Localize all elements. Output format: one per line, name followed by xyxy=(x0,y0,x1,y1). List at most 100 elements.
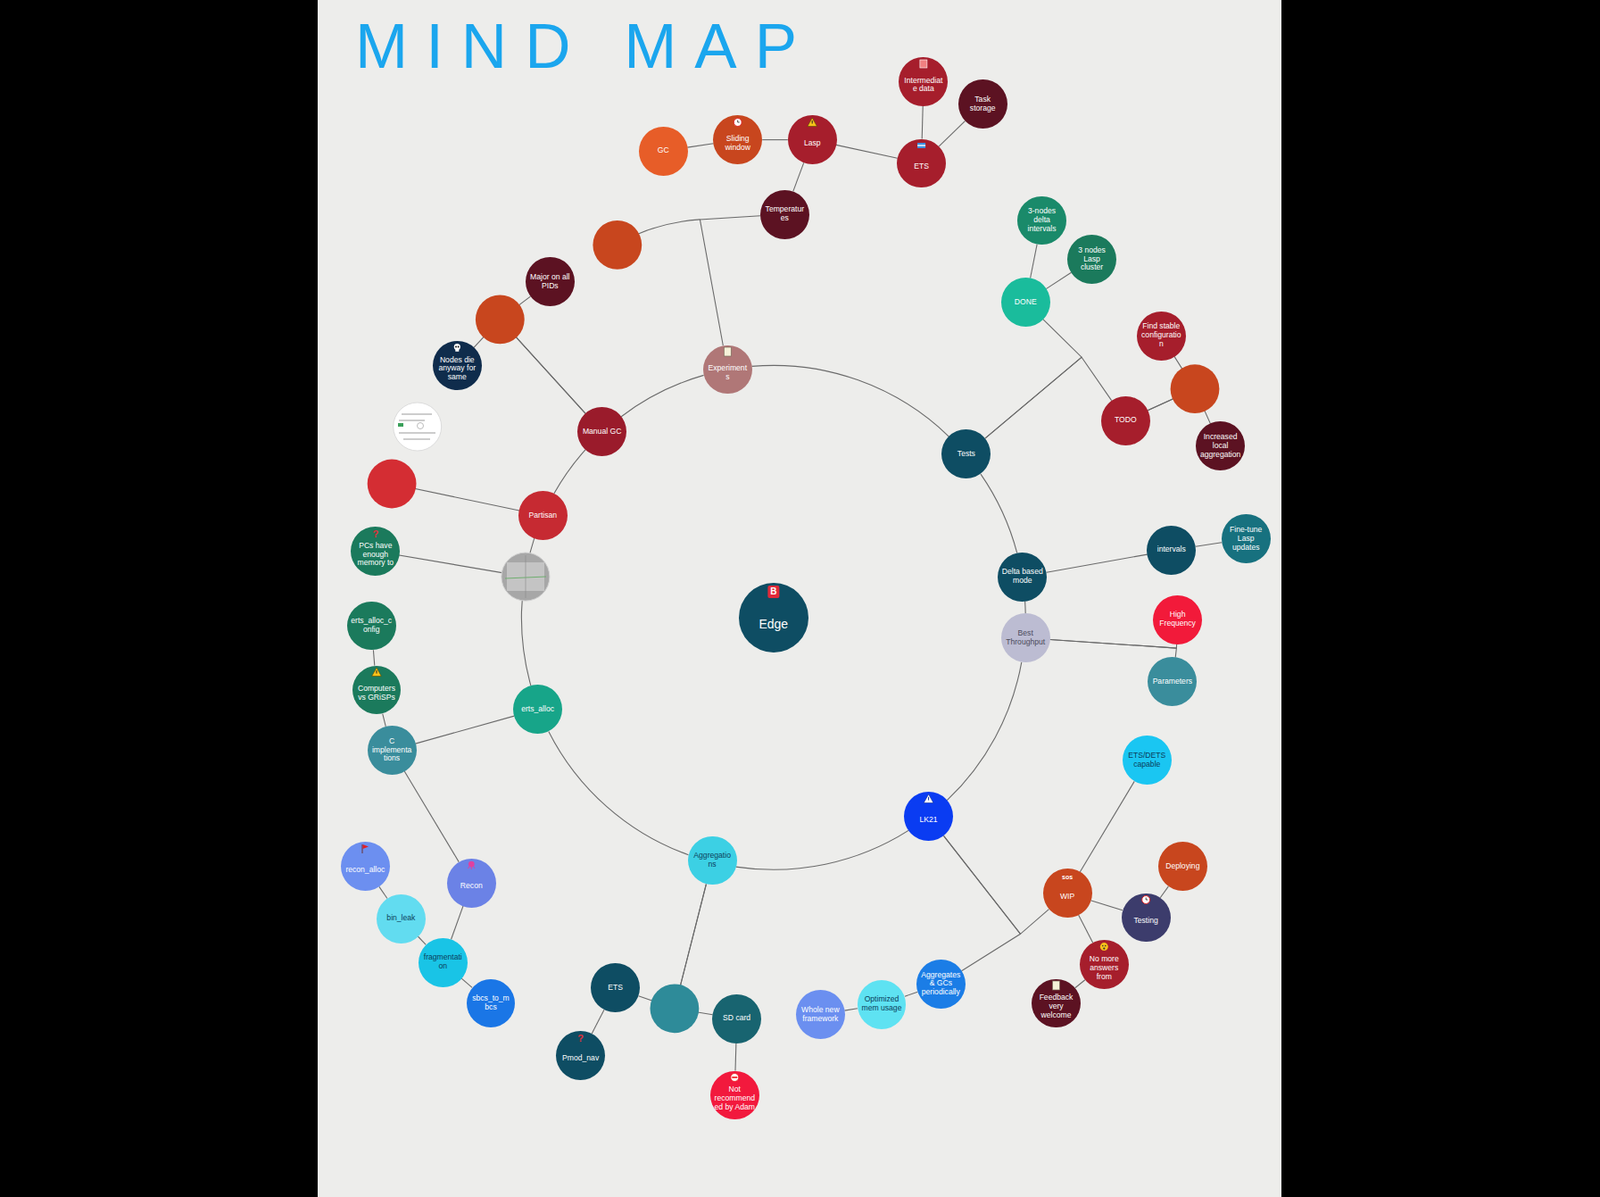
topic-text: GC xyxy=(657,146,670,156)
topic-text: Testing xyxy=(1134,916,1159,926)
branch-line xyxy=(1160,886,1169,898)
flag-icon xyxy=(362,844,369,854)
topic-circle: GC xyxy=(638,126,689,176)
topic-text: Find stable configuration xyxy=(1140,322,1182,349)
topic-circle: Testing xyxy=(1121,893,1171,943)
topic-circle: ETS xyxy=(590,962,640,1012)
warning-icon xyxy=(812,120,813,125)
topic-circle: C implementations xyxy=(367,725,417,775)
topic-circle: 3-nodes delta intervals xyxy=(1017,196,1067,246)
topic-circle: Best Throughput xyxy=(1001,613,1051,663)
topic-circle: Major on all PIDs xyxy=(525,256,575,307)
topic-circle: Deploying xyxy=(1158,841,1208,891)
topic-circle: Parameters xyxy=(1147,656,1197,706)
box-icon xyxy=(920,59,928,68)
topic-text: DONE xyxy=(1014,298,1037,307)
topic-circle: DONE xyxy=(1001,277,1051,327)
blank-topic xyxy=(475,295,525,345)
branch-line xyxy=(1030,244,1038,279)
sos-icon: sos xyxy=(1061,873,1073,880)
flag-icon xyxy=(917,144,926,146)
topic-circle: Intermediate data xyxy=(898,57,948,107)
branch-line xyxy=(921,106,923,140)
image-content xyxy=(398,432,436,434)
topic-circle: Whole new framework xyxy=(795,989,846,1039)
branch-line xyxy=(944,835,1021,970)
branch-line xyxy=(1079,780,1135,872)
branch-line xyxy=(373,649,374,665)
branch-line xyxy=(844,1008,858,1011)
branch-line xyxy=(1090,900,1123,911)
clock-icon xyxy=(1142,895,1151,904)
note-icon xyxy=(723,347,731,357)
topic-circle: Manual GC xyxy=(577,406,627,456)
topic-circle: Computers vs GRiSPs xyxy=(352,665,402,715)
topic-text: bin_leak xyxy=(386,913,415,923)
topic-text: ETS xyxy=(607,983,623,993)
recon-icon xyxy=(468,861,476,870)
topic-text: Fine-tune Lasp updates xyxy=(1225,525,1267,553)
branch-line xyxy=(379,886,388,898)
clock-icon xyxy=(737,120,740,124)
note-icon xyxy=(1052,980,1061,990)
branch-line xyxy=(699,215,761,346)
branch-line xyxy=(734,1043,737,1071)
topic-circle: Task storage xyxy=(958,79,1008,129)
topic-text: Pmod_nav xyxy=(562,1053,599,1063)
topic-circle: intervals xyxy=(1146,525,1196,575)
topic-text: Deploying xyxy=(1165,862,1200,871)
topic-circle: Aggregations xyxy=(688,836,738,886)
topic-circle: Delta based mode xyxy=(997,552,1047,602)
topic-text: sbcs_to_mbcs xyxy=(470,994,512,1012)
image-disc xyxy=(501,552,550,601)
warning-icon xyxy=(923,794,934,804)
topic-text: Increased local aggregation xyxy=(1200,432,1242,460)
topic-circle: fragmentation xyxy=(418,937,468,987)
image-thumbnail xyxy=(393,402,442,451)
clock-icon xyxy=(733,118,742,127)
topic-circle: High Frequency xyxy=(1152,595,1203,645)
topic-circle: erts_alloc_config xyxy=(347,601,397,651)
topic-circle: erts_alloc xyxy=(513,684,563,734)
topic-circle: bin_leak xyxy=(376,894,426,944)
link-symbol xyxy=(417,422,424,430)
topic-text: Intermediate data xyxy=(903,76,945,95)
topic-text: Delta based mode xyxy=(1002,567,1044,586)
warning-icon xyxy=(372,667,382,677)
topic-text: Manual GC xyxy=(582,427,622,437)
branch-line xyxy=(417,936,426,945)
topic-text: ETS xyxy=(913,162,929,172)
emoji-icon xyxy=(1100,942,1109,951)
box-icon xyxy=(920,59,928,68)
flag-icon xyxy=(363,844,370,849)
branch-line xyxy=(793,162,805,191)
topic-circle: Experiments xyxy=(703,345,753,395)
topic-circle: Tests xyxy=(941,429,991,479)
topic-text: Optimized mem usage xyxy=(861,994,903,1013)
topic-text: Edge xyxy=(758,616,788,631)
ring-arc xyxy=(548,730,689,854)
topic-text: C implementations xyxy=(371,737,413,764)
topic-text: Feedback very welcome xyxy=(1036,993,1078,1020)
topic-circle: ETS xyxy=(896,139,946,189)
image-disc xyxy=(393,402,442,451)
ring-arc xyxy=(980,473,1018,553)
branch-line xyxy=(904,991,918,996)
topic-circle: ETS/DETS capable xyxy=(1122,735,1172,785)
warning-icon xyxy=(376,670,378,674)
topic-circle: 3 nodes Lasp cluster xyxy=(1067,234,1117,284)
emoji-icon xyxy=(1102,947,1105,950)
emoji-icon xyxy=(1100,942,1109,951)
warning-icon xyxy=(923,794,934,804)
clock-icon xyxy=(1145,897,1148,901)
topic-circle: Feedback very welcome xyxy=(1031,978,1081,1028)
topic-circle: Temperatures xyxy=(760,190,810,240)
topic-text: fragmentation xyxy=(422,953,464,971)
branch-line xyxy=(451,905,465,940)
topic-text: Task storage xyxy=(961,95,1004,114)
topic-text: Major on all PIDs xyxy=(529,273,571,291)
topic-circle: Aggregates & GCs periodically xyxy=(916,959,966,1009)
topic-text: Computers vs GRiSPs xyxy=(356,684,398,703)
branch-line xyxy=(985,319,1082,440)
